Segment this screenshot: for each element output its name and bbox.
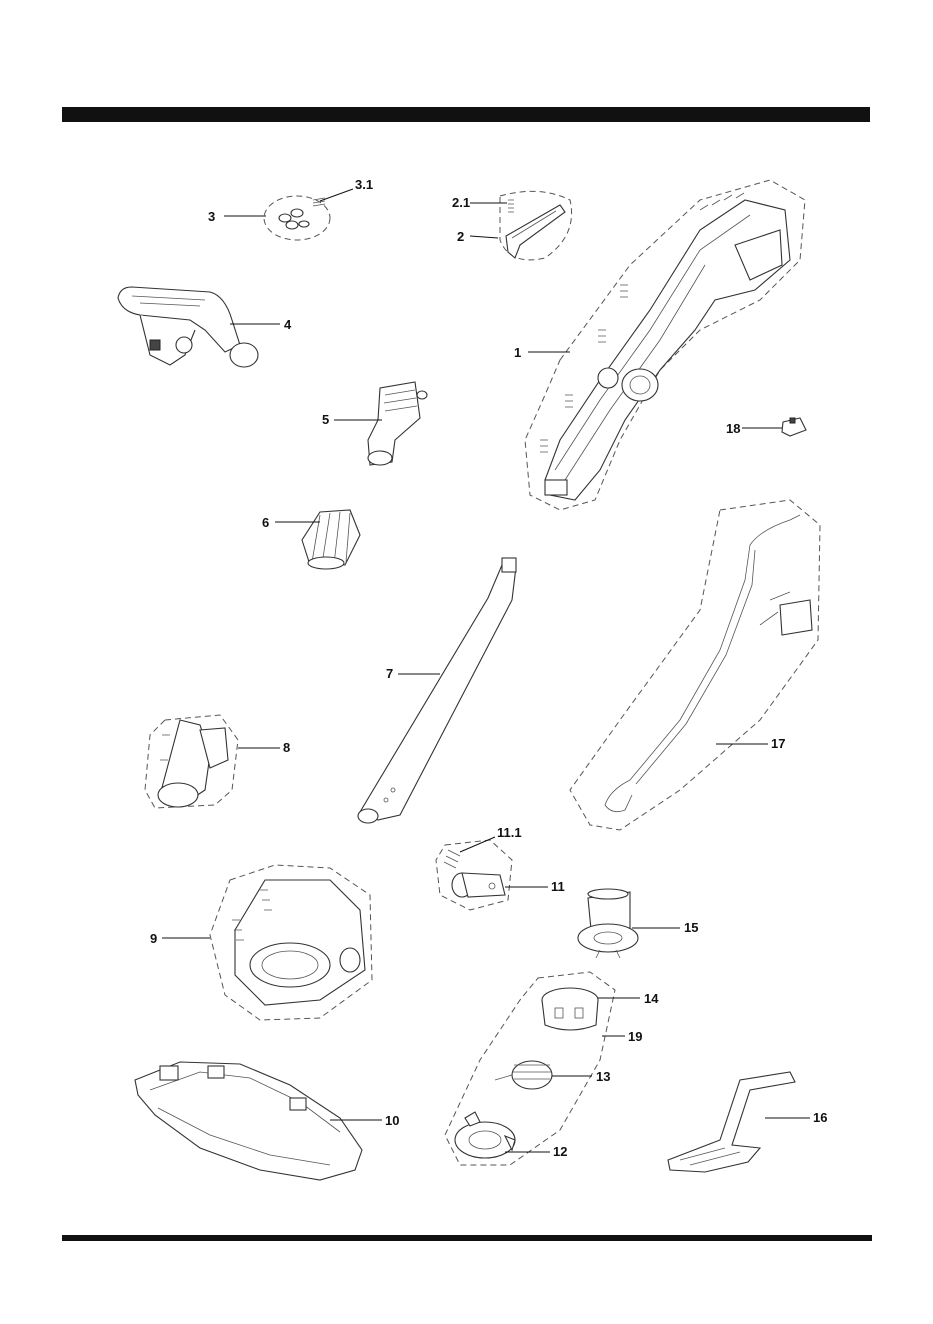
part-12-base <box>455 1112 515 1158</box>
label-9: 9 <box>150 931 157 946</box>
label-12: 12 <box>553 1144 567 1159</box>
part-7-shaft <box>358 558 516 823</box>
part-3-group <box>264 196 330 240</box>
part-14-cap <box>542 988 598 1030</box>
label-11: 11 <box>551 879 565 894</box>
part-13-spool <box>495 1061 552 1089</box>
label-15: 15 <box>684 920 698 935</box>
part-1-housing <box>525 180 805 510</box>
label-13: 13 <box>596 1069 610 1084</box>
part-16-edge-guide <box>668 1072 795 1172</box>
part-9-housing <box>210 865 372 1020</box>
label-3: 3 <box>208 209 215 224</box>
part-5-coupling <box>368 382 427 465</box>
label-16: 16 <box>813 1110 827 1125</box>
part-6-knob <box>302 510 360 569</box>
label-7: 7 <box>386 666 393 681</box>
label-4: 4 <box>284 317 292 332</box>
label-1: 1 <box>514 345 521 360</box>
label-11-1: 11.1 <box>497 825 522 840</box>
part-8-mount <box>145 715 238 808</box>
part-4-handle <box>118 287 258 367</box>
label-6: 6 <box>262 515 269 530</box>
leader-11-1 <box>460 837 495 852</box>
label-18: 18 <box>726 421 740 436</box>
label-2: 2 <box>457 229 464 244</box>
leader-3-1 <box>320 189 353 201</box>
label-17: 17 <box>771 736 785 751</box>
label-14: 14 <box>644 991 659 1006</box>
label-19: 19 <box>628 1029 642 1044</box>
label-3-1: 3.1 <box>355 177 373 192</box>
label-10: 10 <box>385 1113 399 1128</box>
part-17-wiring <box>570 500 820 830</box>
part-11-drive <box>436 840 512 910</box>
label-2-1: 2.1 <box>452 195 470 210</box>
part-15-motor <box>578 889 638 958</box>
part-18-switch <box>782 418 806 436</box>
label-8: 8 <box>283 740 290 755</box>
part-10-guard <box>135 1062 362 1180</box>
leader-2 <box>470 236 498 238</box>
part-2-group <box>500 191 572 260</box>
label-5: 5 <box>322 412 329 427</box>
